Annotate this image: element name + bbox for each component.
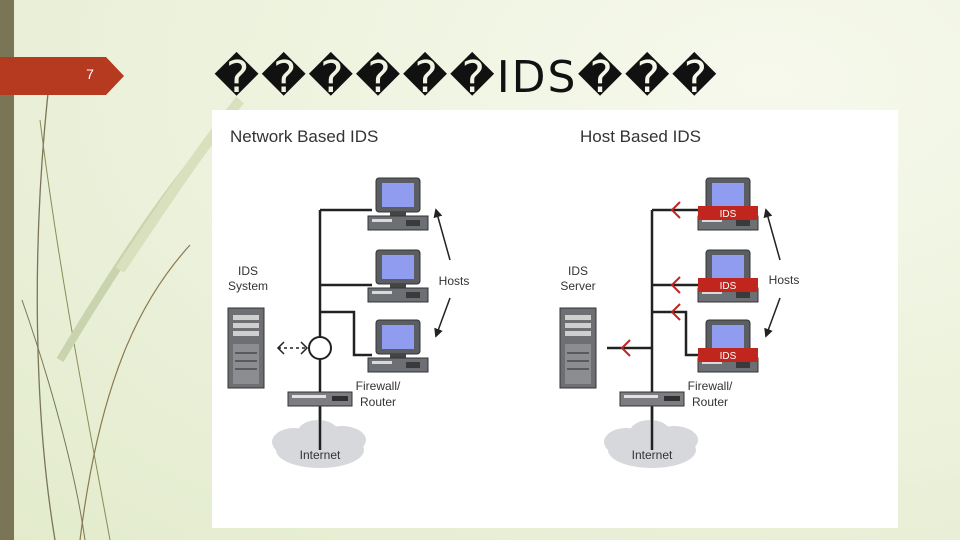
host-2-ids-badge: IDS [720,281,737,292]
host-internet-label: Internet [632,448,673,462]
host-2-icon [697,249,759,303]
host-1-ids-badge: IDS [720,209,737,220]
network-firewall-router-icon [287,391,353,407]
network-ids-heading: Network Based IDS [230,127,378,146]
network-firewall-label-line1: Firewall/ [356,379,401,393]
host-hosts-arrow-down [764,297,781,338]
double-arrow-icon [276,341,309,355]
host-ids-badges: IDS IDS IDS [698,206,758,362]
host-firewall-label-line2: Router [692,395,728,409]
slide-number-tab [0,57,124,95]
ids-diagram-figure: Network Based IDS IDS System Hosts Firew… [212,110,898,528]
left-accent-strip [0,0,14,540]
host-firewall-router-icon [619,391,685,407]
red-alert-arrows [620,201,681,357]
host-3-ids-badge: IDS [720,351,737,362]
ids-system-label-line1: IDS [238,264,258,278]
network-hosts-label: Hosts [439,274,470,288]
ids-diagram: Network Based IDS IDS System Hosts Firew… [227,127,800,468]
network-firewall-label-line2: Router [360,395,396,409]
slide-number: 7 [86,66,94,82]
ids-server-label-line2: Server [560,279,595,293]
network-host-1-icon [367,177,429,231]
network-wiring [318,208,372,450]
network-tap-icon [308,336,332,360]
ids-server-tower-icon [559,307,597,389]
ids-system-tower-icon [227,307,265,389]
network-host-2-icon [367,249,429,303]
host-ids-heading: Host Based IDS [580,127,701,146]
ids-system-label-line2: System [228,279,268,293]
network-hosts-arrow-up [433,208,451,261]
host-hosts-label: Hosts [769,273,800,287]
host-firewall-label-line1: Firewall/ [688,379,733,393]
network-host-3-icon [367,319,429,373]
host-hosts-arrow-up [763,208,781,261]
host-3-icon [697,319,759,373]
host-1-icon [697,177,759,231]
slide-title: ������IDS��� [214,52,719,103]
network-internet-label: Internet [300,448,341,462]
network-hosts-arrow-down [434,297,451,338]
host-wiring [607,208,702,450]
ids-server-label-line1: IDS [568,264,588,278]
